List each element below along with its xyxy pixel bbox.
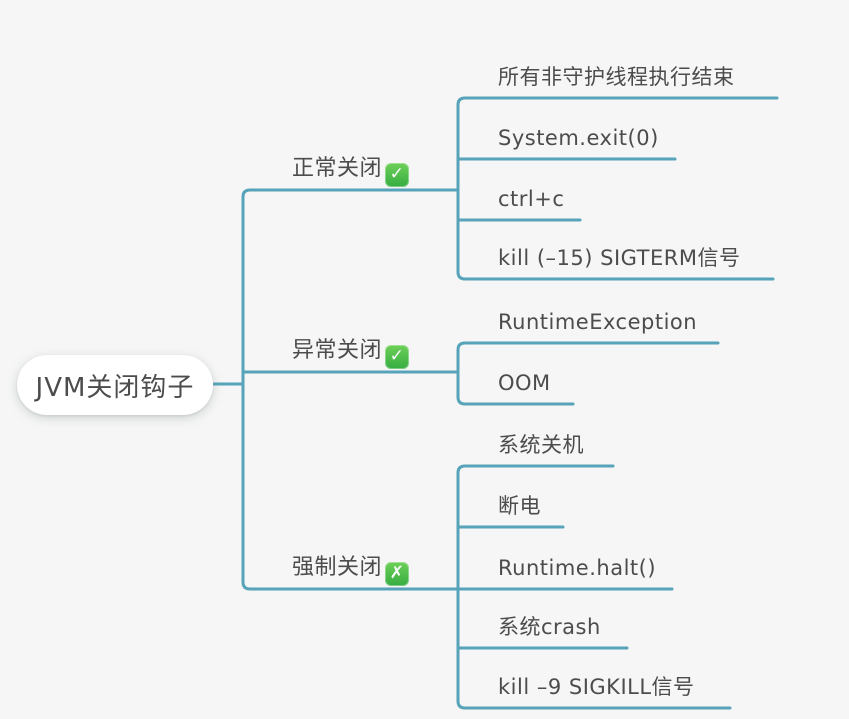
leaf-label: 断电	[498, 494, 541, 518]
check-emoji-icon: ✓	[385, 162, 409, 187]
root-label: JVM关闭钩子	[35, 372, 195, 403]
leaf-label: 所有非守护线程执行结束	[498, 65, 735, 89]
leaf-node[interactable]: System.exit(0)	[498, 121, 659, 155]
leaf-label: OOM	[498, 371, 551, 395]
leaf-label: kill (–15) SIGTERM信号	[498, 246, 741, 270]
leaf-node[interactable]: 断电	[498, 489, 541, 523]
leaf-label: System.exit(0)	[498, 126, 659, 150]
leaf-node[interactable]: OOM	[498, 366, 551, 400]
check-emoji-icon: ✓	[385, 344, 409, 369]
leaf-node[interactable]: 系统关机	[498, 428, 584, 462]
leaf-node[interactable]: 所有非守护线程执行结束	[498, 60, 735, 94]
leaf-node[interactable]: kill –9 SIGKILL信号	[498, 670, 695, 704]
branch-label: 异常关闭	[291, 338, 382, 363]
branch-node-abnormal-shutdown[interactable]: 异常关闭✓	[243, 334, 458, 369]
branch2-frame	[456, 341, 720, 406]
leaf-label: ctrl+c	[498, 187, 565, 211]
root-node[interactable]: JVM关闭钩子	[17, 355, 213, 415]
leaf-node[interactable]: RuntimeException	[498, 305, 697, 339]
branch-node-forced-shutdown[interactable]: 强制关闭✗	[243, 551, 458, 586]
cross-emoji-icon: ✗	[385, 561, 409, 586]
leaf-node[interactable]: 系统crash	[498, 610, 601, 644]
leaf-node[interactable]: Runtime.halt()	[498, 551, 656, 585]
leaf-label: Runtime.halt()	[498, 556, 657, 580]
leaf-label: kill –9 SIGKILL信号	[498, 675, 695, 699]
leaf-label: RuntimeException	[498, 310, 698, 334]
branch-label: 正常关闭	[291, 156, 382, 181]
branch-node-normal-shutdown[interactable]: 正常关闭✓	[243, 152, 458, 187]
leaf-label: 系统关机	[498, 433, 584, 457]
leaf-node[interactable]: ctrl+c	[498, 182, 564, 216]
branch-label: 强制关闭	[291, 555, 382, 580]
leaf-node[interactable]: kill (–15) SIGTERM信号	[498, 241, 740, 275]
spine-connector-line	[241, 188, 460, 591]
leaf-label: 系统crash	[498, 615, 601, 639]
